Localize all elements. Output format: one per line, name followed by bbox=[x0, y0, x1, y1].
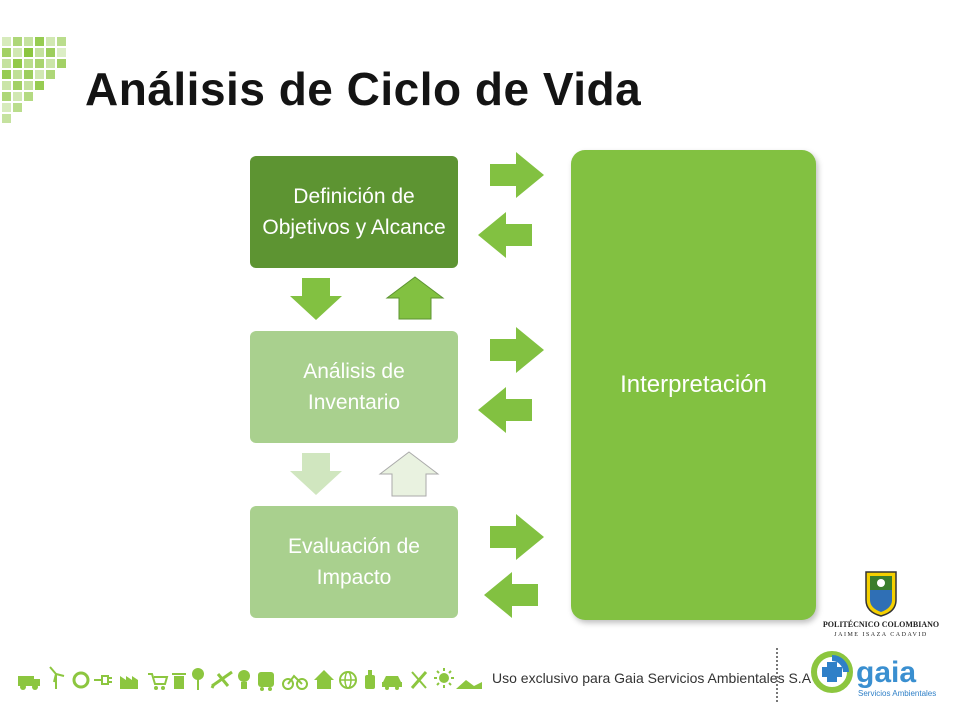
politecnico-line2: JAIME ISAZA CADAVID bbox=[834, 632, 927, 638]
arrow-right-1 bbox=[490, 152, 544, 198]
mosaic-decoration bbox=[2, 37, 66, 123]
car-icon bbox=[382, 676, 402, 690]
plug-icon bbox=[94, 675, 112, 685]
arrow-left-2 bbox=[478, 387, 532, 433]
bulb-icon bbox=[238, 670, 250, 689]
recycle-icon bbox=[72, 671, 90, 689]
page-title: Análisis de Ciclo de Vida bbox=[85, 63, 642, 115]
cart-icon bbox=[148, 673, 169, 690]
tree-icon bbox=[192, 668, 204, 690]
bicycle-icon bbox=[282, 674, 308, 690]
tools-icon bbox=[410, 671, 428, 689]
interpretation-box: Interpretación bbox=[571, 150, 816, 620]
footer-icon-strip bbox=[18, 666, 482, 691]
gaia-logo: gaia Servicios Ambientales bbox=[811, 651, 936, 698]
stage-box-inventario: Análisis de Inventario bbox=[250, 331, 458, 443]
arrow-down-inv-eval bbox=[290, 453, 342, 495]
stage-box-evaluacion: Evaluación de Impacto bbox=[250, 506, 458, 618]
truck-icon bbox=[18, 676, 40, 690]
arrow-right-3 bbox=[490, 514, 544, 560]
bus-icon bbox=[258, 672, 274, 691]
arrow-left-3 bbox=[484, 572, 538, 618]
politecnico-line1: POLITÉCNICO COLOMBIANO bbox=[823, 619, 939, 629]
arrow-right-2 bbox=[490, 327, 544, 373]
trash-icon bbox=[172, 673, 186, 689]
stage-box-definicion: Definición de Objetivos y Alcance bbox=[250, 156, 458, 268]
globe-icon bbox=[339, 671, 357, 689]
arrow-up-inv-def bbox=[385, 276, 445, 320]
arrow-up-eval-inv bbox=[378, 451, 440, 497]
factory-icon bbox=[120, 676, 138, 689]
arrow-left-1 bbox=[478, 212, 532, 258]
bottle-icon bbox=[365, 670, 375, 689]
sun-icon bbox=[434, 668, 482, 689]
politecnico-logo: POLITÉCNICO COLOMBIANO JAIME ISAZA CADAV… bbox=[823, 571, 939, 638]
wind-turbine-icon bbox=[49, 666, 65, 689]
arrow-down-def-inv bbox=[290, 278, 342, 320]
airplane-icon bbox=[210, 670, 233, 689]
gaia-sub: Servicios Ambientales bbox=[858, 689, 936, 698]
house-icon bbox=[314, 670, 334, 689]
footer-separator bbox=[776, 648, 778, 702]
gaia-name: gaia bbox=[856, 656, 916, 689]
footer-notice: Uso exclusivo para Gaia Servicios Ambien… bbox=[492, 670, 812, 686]
